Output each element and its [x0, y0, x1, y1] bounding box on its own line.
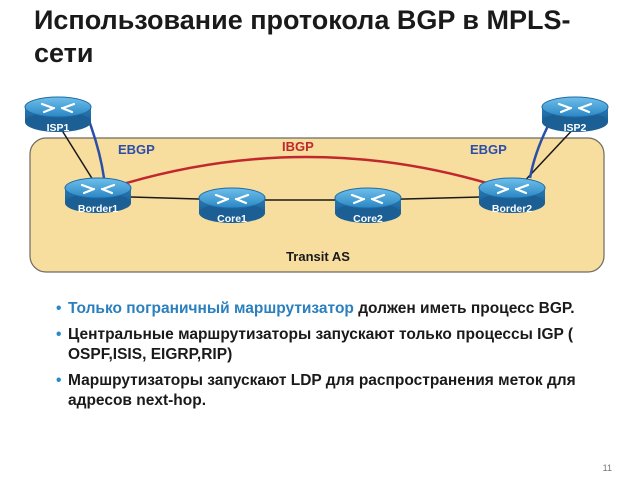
router-label-border1: Border1: [78, 203, 118, 215]
router-core2: Core2: [333, 186, 403, 225]
ebgp-label-left: EBGP: [118, 142, 155, 157]
bullet-list: Только пограничный маршрутизатор должен …: [56, 299, 616, 417]
slide-title: Использование протокола BGP в MPLS-сети: [34, 5, 571, 68]
router-label-border2: Border2: [492, 203, 532, 215]
bullet-text: должен иметь процесс BGP.: [353, 300, 575, 317]
router-label-core1: Core1: [217, 213, 247, 225]
router-border1: Border1: [63, 176, 133, 215]
bullet-accent: Только пограничный маршрутизатор: [68, 300, 354, 317]
bullet-item: Только пограничный маршрутизатор должен …: [56, 299, 616, 319]
router-isp1: ISP1: [23, 95, 93, 134]
bullet-text: Маршрутизаторы запускают LDP для распрос…: [68, 372, 576, 409]
ibgp-session: [109, 155, 491, 190]
bullet-item: Маршрутизаторы запускают LDP для распрос…: [56, 371, 616, 411]
router-border2: Border2: [477, 176, 547, 215]
ibgp-label: IBGP: [282, 139, 314, 154]
bullet-item: Центральные маршрутизаторы запускают тол…: [56, 325, 616, 365]
ebgp-label-right: EBGP: [470, 142, 507, 157]
link-isp1-border1: [57, 123, 99, 189]
link-isp2-border2: [517, 123, 579, 189]
router-core1: Core1: [197, 186, 267, 225]
page-number: 11: [602, 463, 612, 473]
transit-as-label: Transit AS: [286, 249, 350, 264]
router-label-isp1: ISP1: [47, 122, 70, 134]
router-label-isp2: ISP2: [564, 122, 587, 134]
router-isp2: ISP2: [540, 95, 610, 134]
router-label-core2: Core2: [353, 213, 383, 225]
bullet-text: Центральные маршрутизаторы запускают тол…: [68, 326, 574, 363]
